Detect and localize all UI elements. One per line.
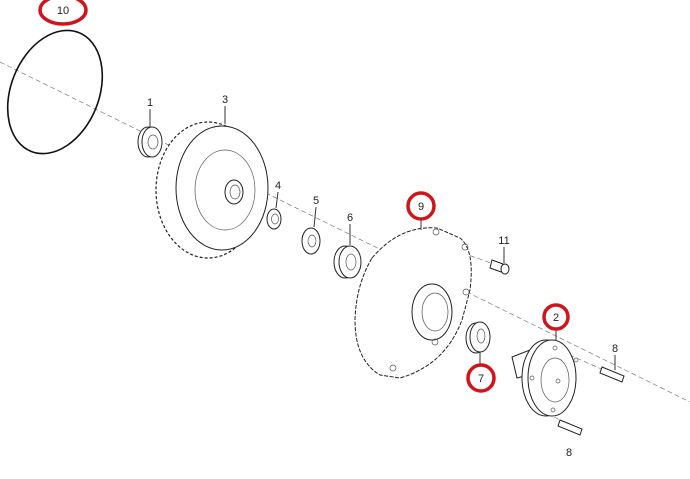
part-3-ring-gear[interactable] (155, 121, 269, 259)
callout-label: 9 (418, 201, 424, 213)
callout-10[interactable]: 10 (38, 0, 88, 26)
callout-4[interactable]: 4 (275, 180, 281, 192)
part-10-o-ring[interactable] (0, 16, 120, 168)
callout-3[interactable]: 3 (222, 94, 228, 106)
part-9-cover[interactable] (354, 227, 472, 379)
part-11-bolt[interactable] (489, 259, 510, 275)
part-8-stud-lower[interactable] (557, 419, 583, 436)
part-2-flange-shaft[interactable] (511, 339, 579, 417)
callout-label: 7 (478, 373, 484, 385)
part-5-shim[interactable] (301, 227, 321, 255)
part-1-seal[interactable] (137, 126, 163, 158)
callout-label: 10 (57, 5, 69, 17)
callout-11[interactable]: 11 (498, 235, 509, 247)
part-8-stud-upper[interactable] (599, 366, 625, 383)
part-7-thrust-washer[interactable] (465, 321, 491, 354)
callout-8-lower[interactable]: 8 (566, 447, 572, 459)
callout-2[interactable]: 2 (542, 303, 570, 331)
assembly-axis-line (0, 61, 690, 403)
callout-6[interactable]: 6 (347, 212, 353, 224)
callout-9[interactable]: 9 (406, 191, 436, 221)
part-6-seal[interactable] (333, 245, 362, 279)
callout-1[interactable]: 1 (147, 97, 153, 109)
leader-lines (149, 106, 616, 370)
callout-8-upper[interactable]: 8 (612, 343, 618, 355)
part-4-washer[interactable] (266, 208, 282, 230)
callout-label: 2 (553, 312, 559, 324)
callout-7[interactable]: 7 (466, 363, 496, 393)
callout-5[interactable]: 5 (313, 195, 319, 207)
